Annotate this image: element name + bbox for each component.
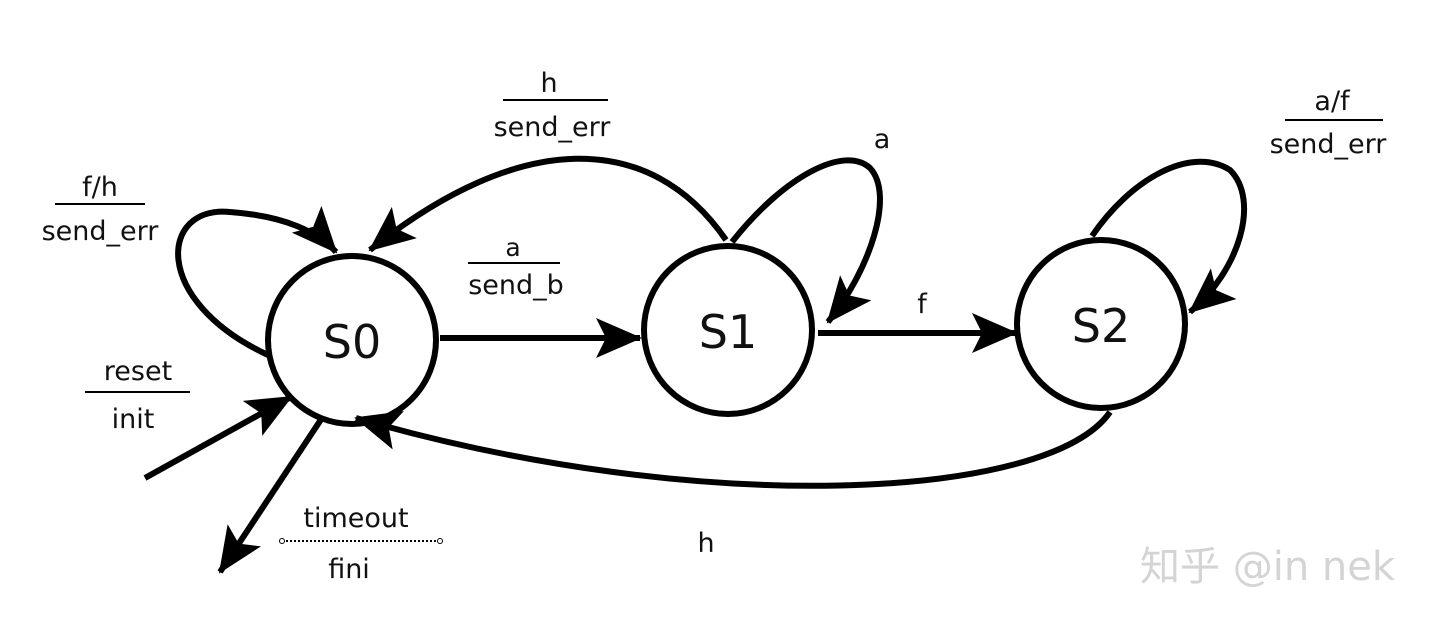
state-s2: S2 (1014, 237, 1188, 411)
state-s0-circle (265, 253, 439, 427)
label-reset-action: init (112, 404, 155, 435)
label-timeout-divider-end-dot (437, 538, 443, 544)
state-s0: S0 (265, 253, 439, 427)
label-s2-self-event: a/f (1314, 86, 1351, 117)
edge-s0-self-loop (175, 205, 339, 358)
label-s0-s1-action: send_b (468, 270, 564, 301)
label-s0-self-action: send_err (42, 216, 160, 247)
label-s0-self-event: f/h (82, 172, 118, 203)
edge-s2-self-loop (1089, 158, 1247, 315)
state-s1: S1 (641, 243, 815, 417)
edge-timeout-out (217, 416, 325, 574)
edge-s1-to-s0 (368, 155, 729, 253)
label-s0-s1-event: a (505, 233, 520, 262)
label-timeout-event: timeout (303, 503, 408, 534)
state-s2-label: S2 (1072, 299, 1130, 353)
label-reset-event: reset (104, 356, 172, 387)
label-timeout-divider-start-dot (279, 538, 285, 544)
edge-reset-in (143, 394, 293, 481)
label-s2-self-action: send_err (1270, 129, 1388, 160)
label-timeout-action: fini (328, 554, 370, 585)
label-s1-s0-action: send_err (494, 112, 612, 143)
label-s1-s2-event: f (917, 289, 928, 320)
label-s1-s0-event: h (540, 68, 557, 99)
state-s1-circle (641, 243, 815, 417)
edge-s1-self-loop (729, 157, 883, 324)
watermark: 知乎 @in nek (1140, 544, 1396, 590)
state-s1-label: S1 (699, 305, 757, 359)
label-s1-self-event: a (874, 124, 891, 155)
edge-s2-to-s0 (354, 410, 1113, 489)
state-s0-label: S0 (323, 315, 381, 369)
label-s2-s0-event: h (697, 528, 714, 559)
